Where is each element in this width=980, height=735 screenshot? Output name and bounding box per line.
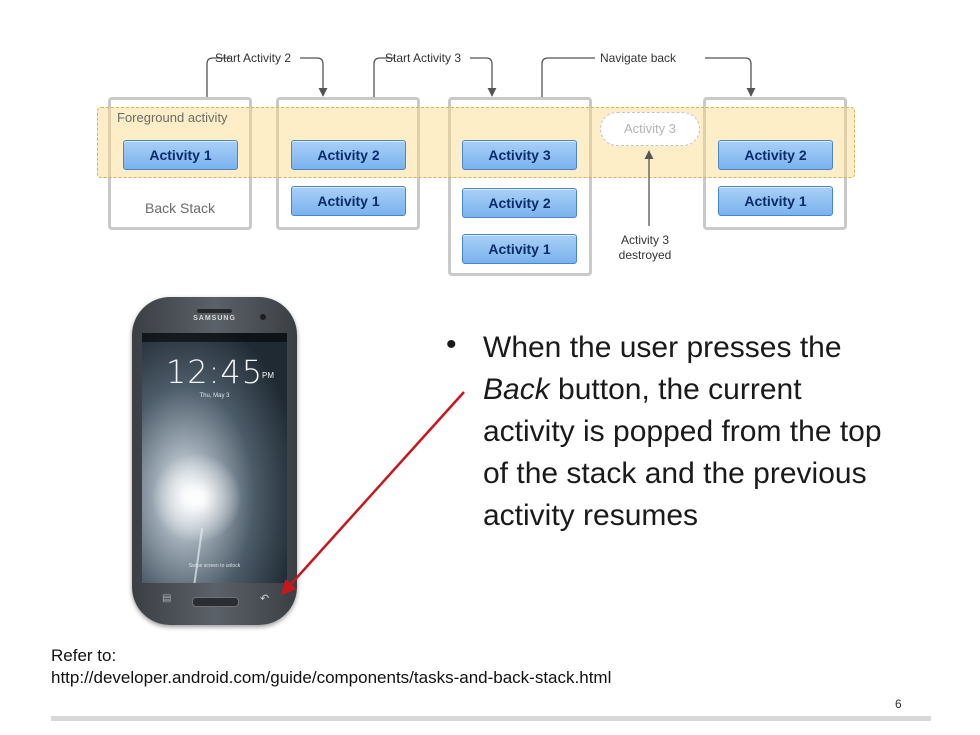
footer-rule — [51, 716, 931, 721]
destroyed-label-line: destroyed — [618, 248, 672, 262]
destroyed-activity-cloud: Activity 3 — [600, 112, 700, 146]
reference: Refer to: http://developer.android.com/g… — [51, 645, 611, 689]
back-button-icon: ↶ — [260, 593, 270, 605]
bullet-text-part: When the user presses the — [483, 331, 842, 364]
menu-icon: ▤ — [162, 593, 172, 604]
bullet-marker: • — [446, 328, 457, 361]
activity-card: Activity 1 — [291, 186, 406, 216]
home-button — [192, 597, 239, 607]
back-stack-diagram: Foreground activity Activity 1 Back Stac… — [0, 0, 980, 300]
lock-screen-date: Thu, May 3 — [199, 393, 230, 399]
start-activity-3-arrow — [373, 57, 395, 97]
reference-label: Refer to: — [51, 646, 117, 665]
phone-image: SAMSUNG 12:45 PM Thu, May 3 Swipe screen… — [132, 297, 297, 625]
back-stack-label: Back Stack — [144, 200, 216, 216]
phone-speaker — [197, 309, 232, 313]
bullet-text-part: button, the current activity is popped f… — [483, 373, 882, 532]
lock-screen-clock: 12:45 — [165, 353, 264, 391]
phone-screen: 12:45 PM Thu, May 3 Swipe screen to unlo… — [142, 333, 287, 583]
flow-arrows — [206, 57, 756, 226]
start-activity-2-label: Start Activity 2 — [215, 51, 292, 65]
activity-card: Activity 1 — [718, 186, 833, 216]
activity-card: Activity 2 — [462, 188, 577, 218]
clock-suffix: PM — [262, 371, 274, 380]
activity-card: Activity 1 — [123, 140, 238, 170]
activity-card: Activity 2 — [291, 140, 406, 170]
dandelion-wallpaper — [152, 453, 242, 543]
activity-card: Activity 1 — [462, 234, 577, 264]
activity-card: Activity 2 — [718, 140, 833, 170]
bullet-emphasis: Back — [483, 373, 550, 406]
start-activity-2-arrow — [206, 57, 230, 97]
destroyed-label-line: Activity 3 — [620, 233, 669, 247]
activity-card: Activity 3 — [462, 140, 577, 170]
camera-icon — [260, 314, 266, 320]
phone-brand: SAMSUNG — [193, 315, 236, 322]
status-bar — [142, 333, 287, 342]
navigate-back-arrow — [541, 57, 595, 97]
navigate-back-label: Navigate back — [600, 51, 677, 65]
bullet-text: When the user presses the Back button, t… — [483, 327, 893, 537]
foreground-activity-label: Foreground activity — [117, 110, 228, 125]
reference-url[interactable]: http://developer.android.com/guide/compo… — [51, 668, 612, 687]
page-number: 6 — [895, 697, 902, 711]
unlock-hint: Swipe screen to unlock — [188, 563, 241, 569]
destroyed-label: Activity 3 destroyed — [600, 233, 690, 263]
start-activity-3-label: Start Activity 3 — [385, 51, 462, 65]
